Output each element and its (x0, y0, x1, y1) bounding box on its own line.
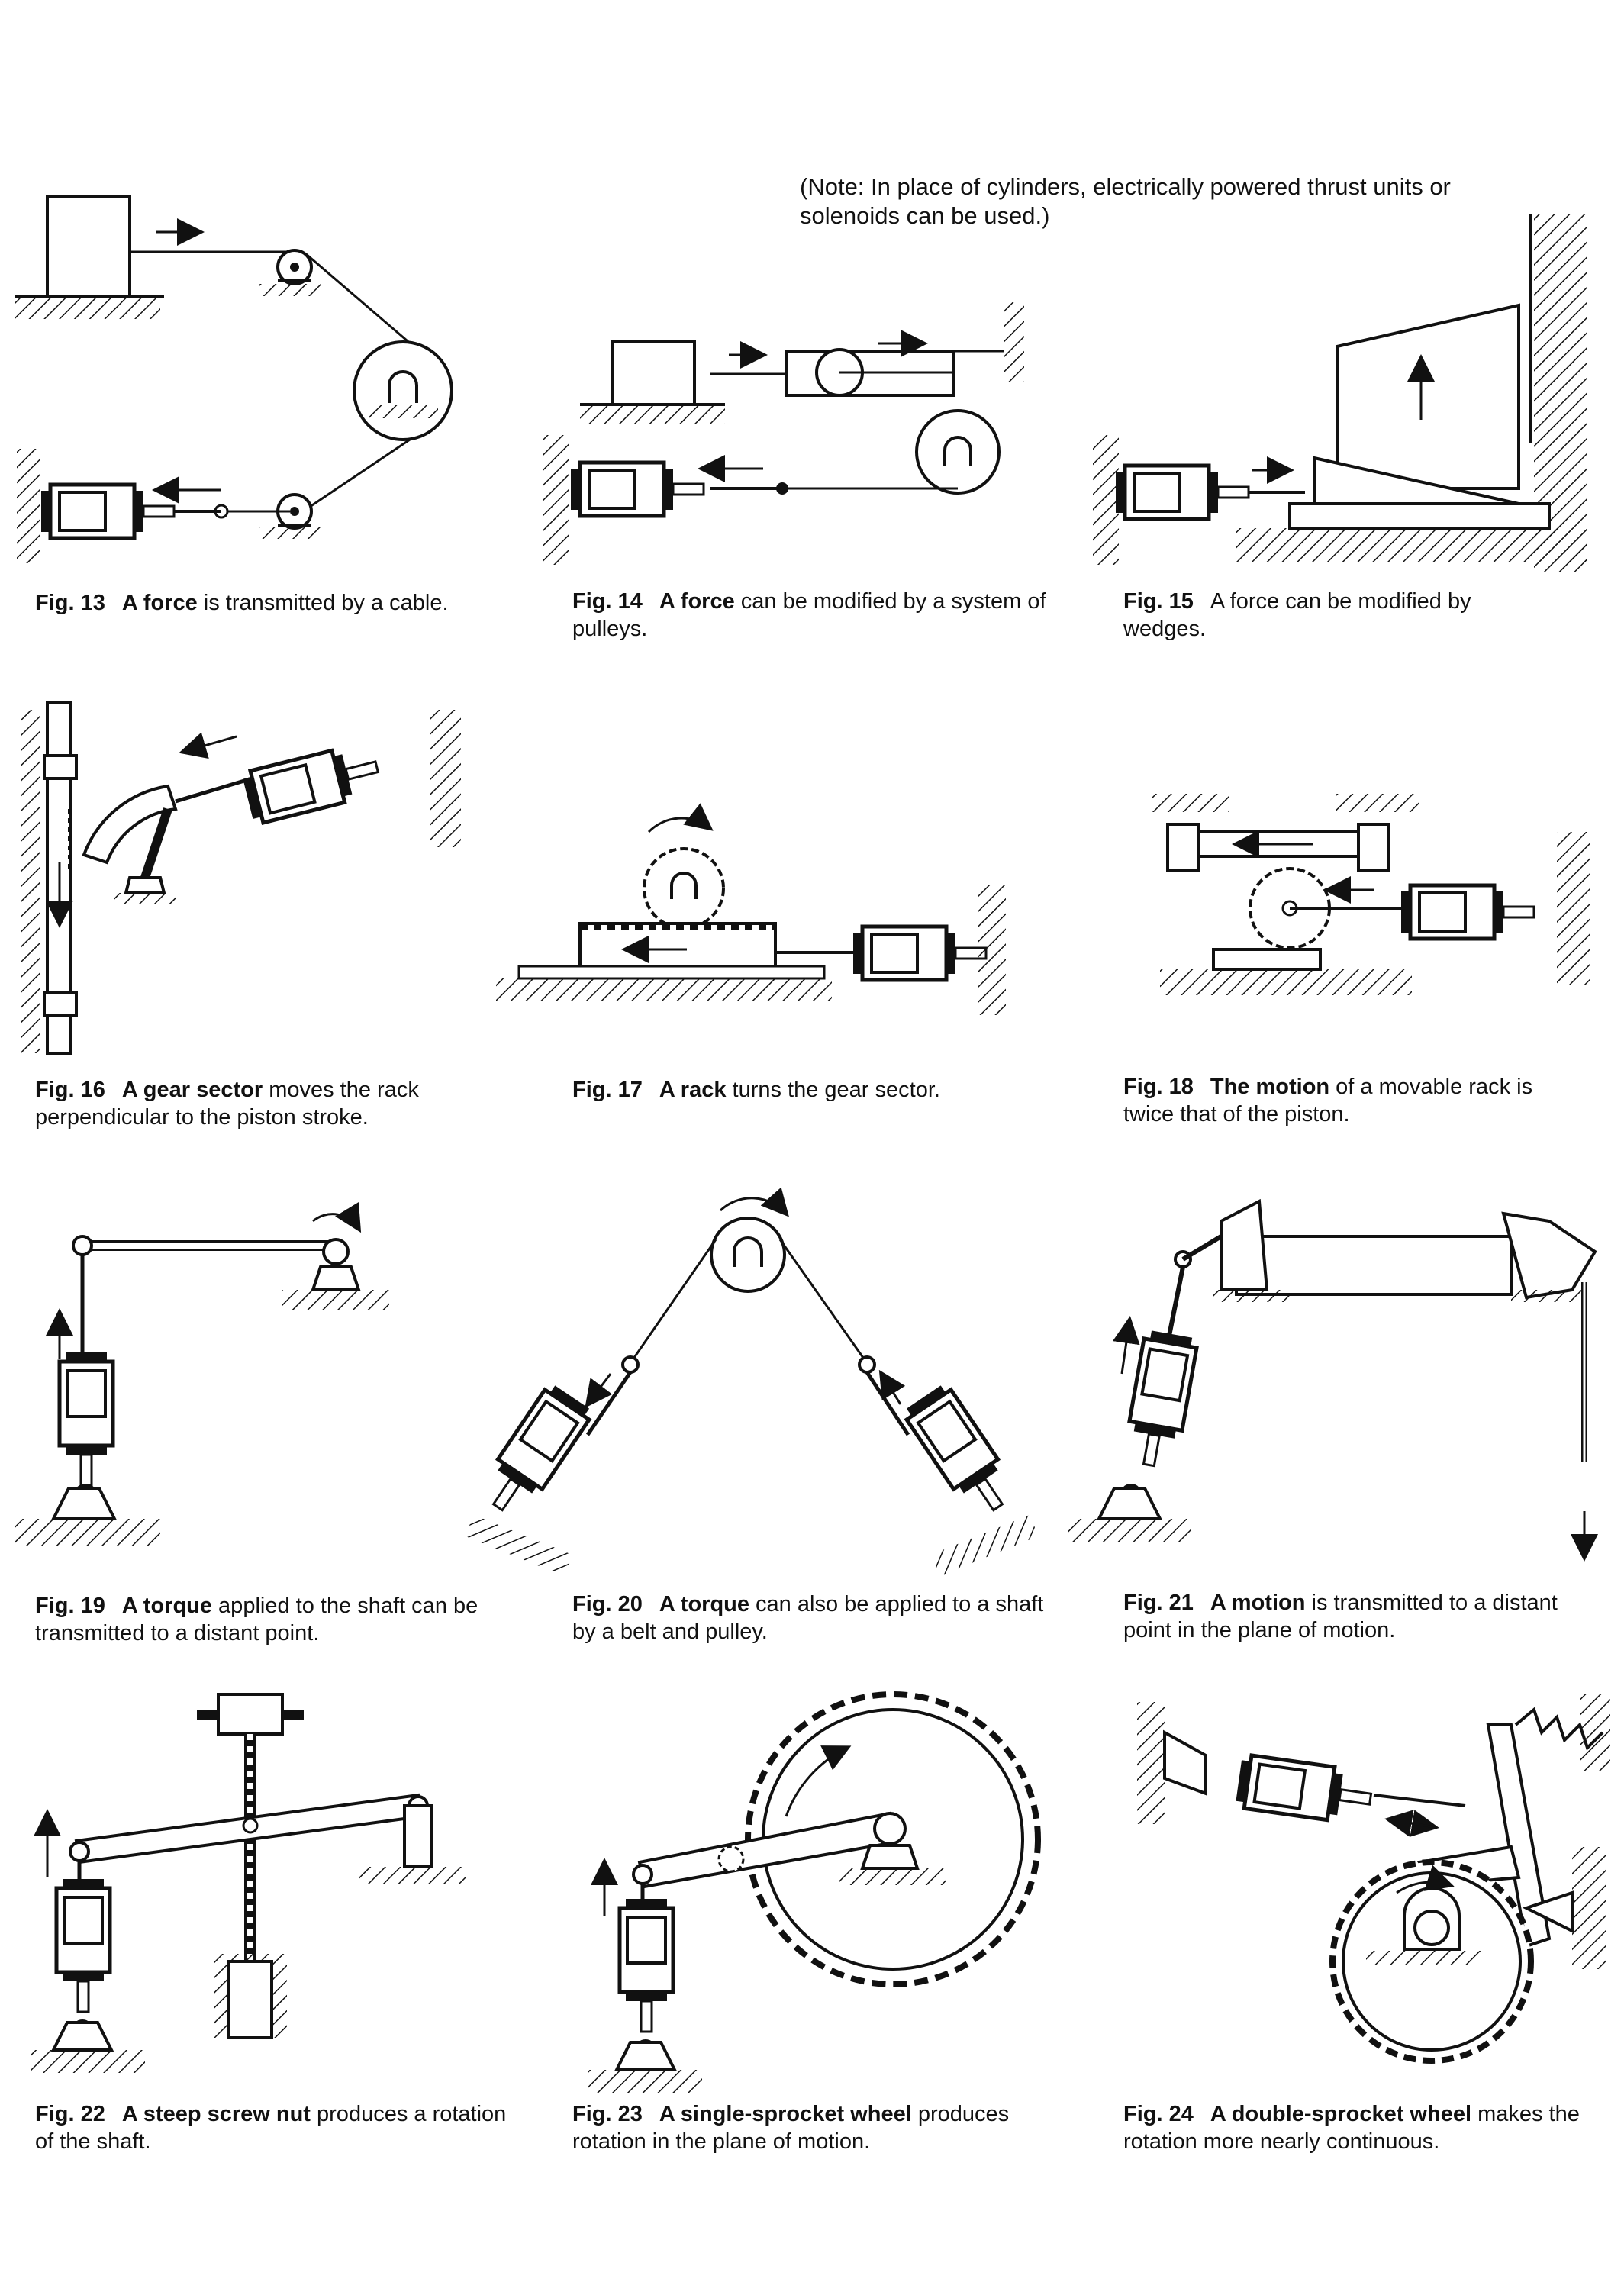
caption-text: produces rotation in the plane of motion… (572, 2102, 1010, 2154)
hydraulic-cylinder-icon (620, 1899, 673, 2032)
caption-text: can be modified by a system of pulleys. (572, 589, 1046, 641)
figure-14-diagram (543, 302, 1024, 565)
caption-text: is transmitted to a distant point in the… (1123, 1591, 1558, 1642)
figure-21-diagram (1068, 1198, 1598, 1562)
hydraulic-cylinder-icon (1116, 466, 1249, 519)
figure-20-diagram (465, 1187, 1039, 1577)
hydraulic-cylinder-icon (571, 463, 704, 516)
caption-bold: A force (659, 589, 735, 614)
hydraulic-cylinder-icon (60, 1352, 113, 1485)
figure-22-diagram (31, 1693, 466, 2073)
caption-fig-23: Fig. 23 A single-sprocket wheel produces … (572, 2100, 1061, 2155)
caption-text: can also be applied to a shaft by a belt… (572, 1592, 1044, 1644)
caption-bold: A gear sector (121, 1078, 263, 1102)
hydraulic-cylinder-icon (853, 927, 986, 980)
figure-number: Fig. 22 (35, 2102, 105, 2126)
gear-icon (643, 847, 725, 930)
caption-fig-13: Fig. 13 A force is transmitted by a cable… (35, 589, 524, 617)
caption-bold: A double-sprocket wheel (1210, 2102, 1472, 2126)
figure-number: Fig. 16 (35, 1078, 105, 1102)
hydraulic-cylinder-icon (901, 1382, 1020, 1522)
note-text: (Note: In place of cylinders, electrical… (800, 173, 1451, 229)
caption-text: makes the rotation more nearly continuou… (1123, 2102, 1580, 2154)
caption-fig-17: Fig. 17 A rack turns the gear sector. (572, 1076, 1061, 1104)
block (46, 195, 131, 298)
pulley-icon (710, 1217, 786, 1293)
caption-fig-22: Fig. 22 A steep screw nut produces a rota… (35, 2100, 524, 2155)
figure-number: Fig. 15 (1123, 589, 1194, 614)
caption-text: turns the gear sector. (726, 1078, 940, 1102)
hydraulic-cylinder-icon (56, 1879, 110, 2012)
caption-bold: A motion (1210, 1591, 1306, 1615)
hydraulic-cylinder-icon (1401, 885, 1534, 939)
caption-bold: A steep screw nut (121, 2102, 311, 2126)
caption-fig-19: Fig. 19 A torque applied to the shaft can… (35, 1592, 524, 1647)
figure-15-diagram (1093, 214, 1587, 572)
caption-text: produces a rotation of the shaft. (35, 2102, 507, 2154)
caption-text: A force can be modified by wedges. (1123, 589, 1471, 641)
pulley-icon (353, 340, 453, 441)
hydraulic-cylinder-icon (41, 485, 174, 538)
caption-fig-20: Fig. 20 A torque can also be applied to a… (572, 1591, 1061, 1645)
figure-17-diagram (496, 803, 1006, 1015)
caption-bold: The motion (1210, 1075, 1330, 1099)
caption-text: of a movable rack is twice that of the p… (1123, 1075, 1533, 1126)
figure-23-diagram (588, 1691, 1041, 2093)
figure-number: Fig. 21 (1123, 1591, 1194, 1615)
figure-16-diagram (21, 701, 461, 1055)
figure-number: Fig. 18 (1123, 1075, 1194, 1099)
caption-text: moves the rack perpendicular to the pist… (35, 1078, 419, 1130)
rack-icon (578, 922, 777, 968)
caption-bold: A rack (659, 1078, 727, 1102)
figure-number: Fig. 17 (572, 1078, 643, 1102)
figure-13-diagram (15, 195, 453, 563)
caption-fig-18: Fig. 18 The motion of a movable rack is t… (1123, 1073, 1581, 1128)
caption-fig-16: Fig. 16 A gear sector moves the rack perp… (35, 1076, 524, 1131)
caption-fig-24: Fig. 24 A double-sprocket wheel makes the… (1123, 2100, 1597, 2155)
caption-bold: A torque (121, 1594, 212, 1618)
caption-fig-21: Fig. 21 A motion is transmitted to a dist… (1123, 1589, 1581, 1644)
figure-19-diagram (15, 1202, 389, 1546)
figure-number: Fig. 24 (1123, 2102, 1194, 2126)
figure-number: Fig. 14 (572, 589, 643, 614)
hydraulic-cylinder-icon (1123, 1330, 1198, 1470)
hydraulic-cylinder-icon (1235, 1754, 1374, 1826)
figure-18-diagram (1152, 794, 1590, 995)
caption-fig-14: Fig. 14 A force can be modified by a syst… (572, 588, 1061, 643)
gear-icon (82, 784, 178, 865)
caption-text: applied to the shaft can be transmitted … (35, 1594, 478, 1645)
figure-24-diagram (1137, 1694, 1610, 2064)
hydraulic-cylinder-icon (241, 741, 383, 825)
caption-bold: A force (121, 591, 198, 615)
caption-text: is transmitted by a cable. (197, 591, 449, 615)
figure-number: Fig. 13 (35, 591, 105, 615)
caption-bold: A torque (659, 1592, 749, 1616)
figure-number: Fig. 19 (35, 1594, 105, 1618)
figure-number: Fig. 23 (572, 2102, 643, 2126)
figure-number: Fig. 20 (572, 1592, 643, 1616)
caption-bold: A single-sprocket wheel (659, 2102, 912, 2126)
hydraulic-cylinder-icon (475, 1382, 594, 1522)
